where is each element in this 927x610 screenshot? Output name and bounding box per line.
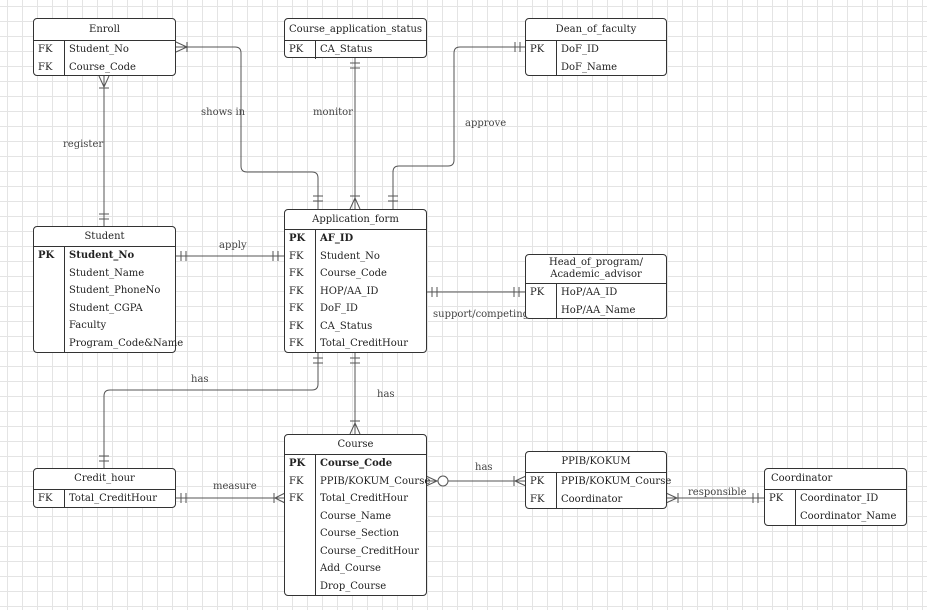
entity-title: Course xyxy=(285,435,426,455)
attribute-row: DoF_Name xyxy=(561,61,618,73)
entity-title: Coordinator xyxy=(765,469,906,490)
attribute-row: Course_Name xyxy=(320,510,392,522)
label-apply: apply xyxy=(219,240,247,251)
attribute-row: Coordinator_Name xyxy=(800,510,897,522)
entity-title: Head_of_program/ Academic_advisor xyxy=(526,255,666,284)
line-has-credit xyxy=(103,352,319,468)
entity-title: Student xyxy=(34,227,175,247)
entity-title: Dean_of_faculty xyxy=(526,19,666,41)
label-monitor: monitor xyxy=(313,107,353,118)
attribute-row: Course_CreditHour xyxy=(320,545,419,557)
attribute-row: Drop_Course xyxy=(320,580,387,592)
cardinality-marks xyxy=(98,41,759,504)
entity-title: Application_form xyxy=(285,210,426,230)
label-has-ppib: has xyxy=(475,462,493,473)
attribute-row: Student_Name xyxy=(69,267,145,279)
entity-title: PPIB/KOKUM xyxy=(526,452,666,473)
attribute-row: Add_Course xyxy=(320,563,381,574)
entity-title: Enroll xyxy=(34,19,175,41)
line-shows-in xyxy=(176,46,319,209)
entity-title: Course_application_status xyxy=(285,19,426,41)
label-approve: approve xyxy=(465,118,507,129)
attribute-row: Student_CGPA xyxy=(69,302,143,314)
label-support-competing: support/competing xyxy=(433,309,530,320)
label-register: register xyxy=(63,139,104,150)
label-has-course: has xyxy=(377,389,395,400)
label-measure: measure xyxy=(213,481,257,492)
label-shows-in: shows in xyxy=(201,107,246,118)
entity-title: Credit_hour xyxy=(34,469,175,490)
attribute-row: Faculty xyxy=(69,320,107,331)
line-approve xyxy=(392,46,526,209)
attribute-row: Program_Code&Name xyxy=(69,337,184,349)
label-responsible: responsible xyxy=(688,487,747,498)
attribute-row: Student_PhoneNo xyxy=(69,285,161,296)
attribute-row: Course_Section xyxy=(320,528,399,539)
attribute-row: HoP/AA_Name xyxy=(561,304,636,316)
label-has-credit: has xyxy=(191,374,209,385)
